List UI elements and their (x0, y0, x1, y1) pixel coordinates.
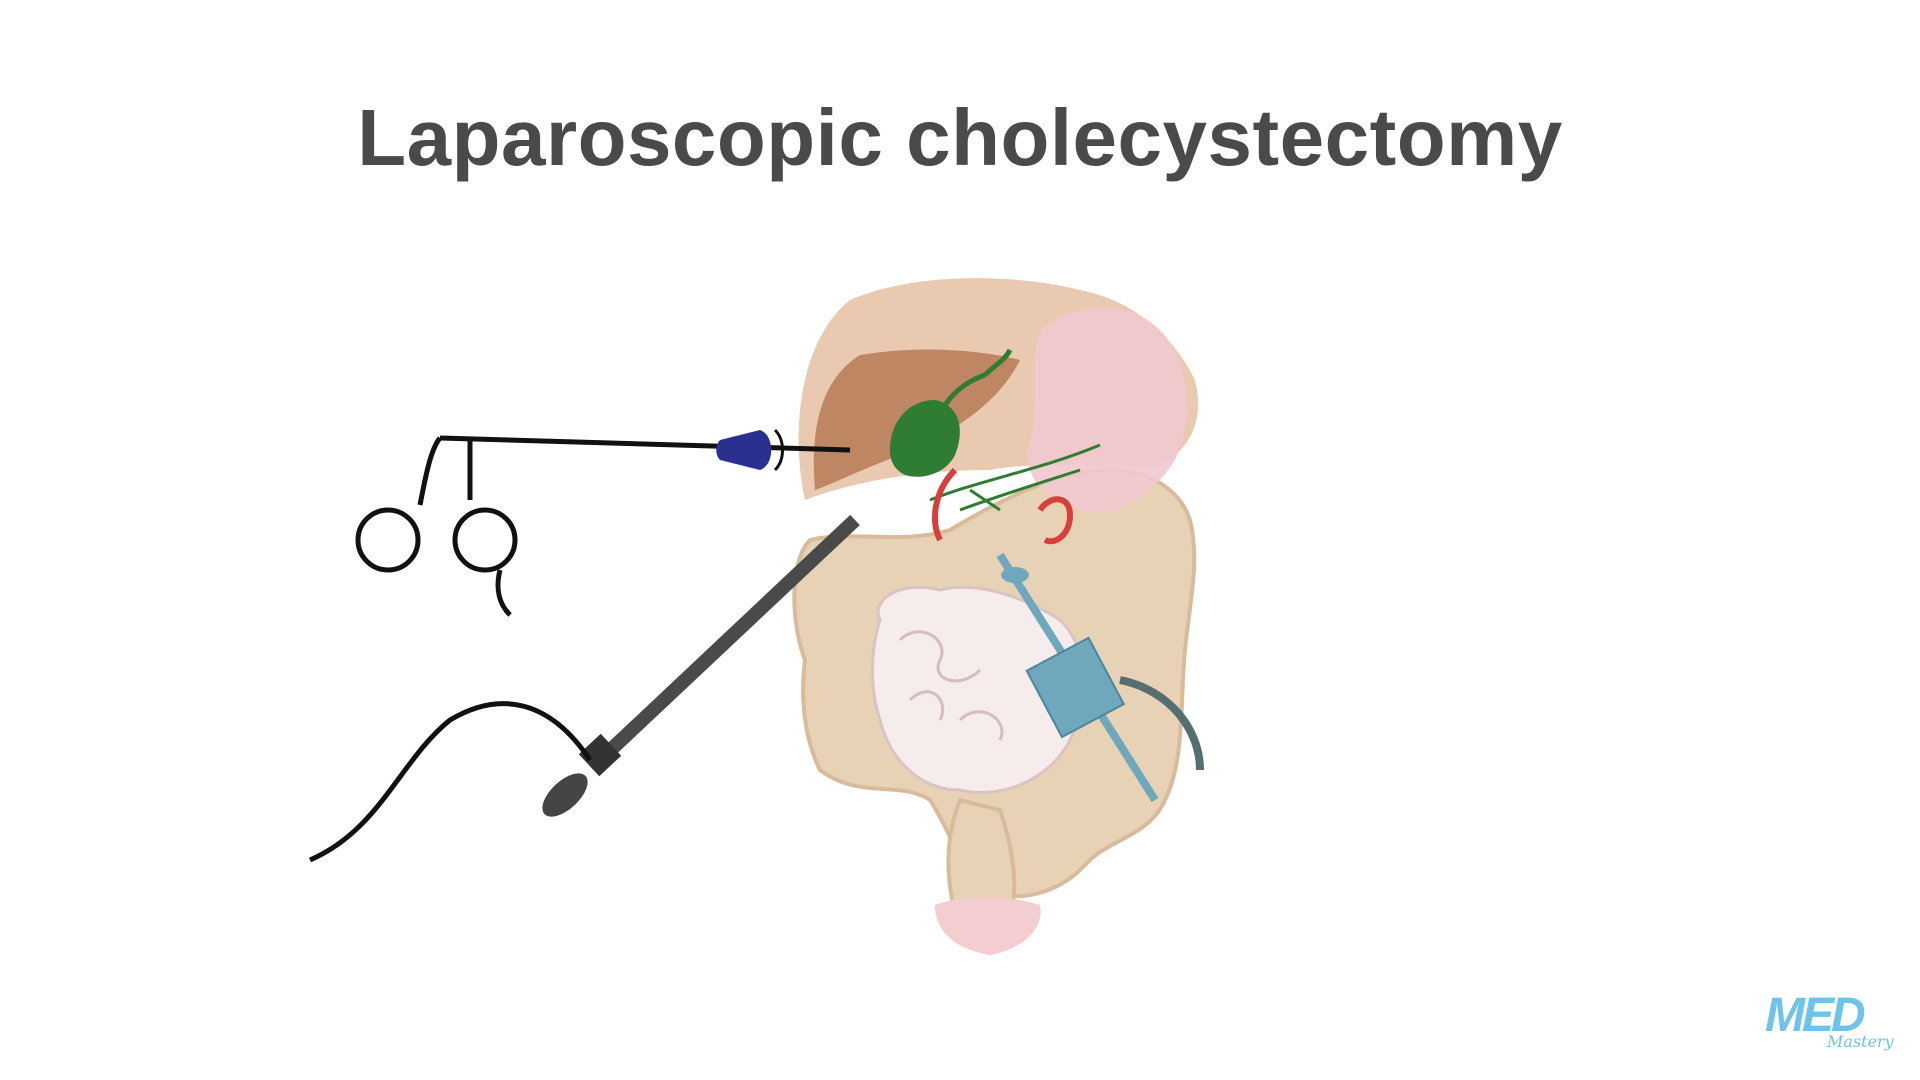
logo-letters: MED (1765, 989, 1866, 1042)
bladder (935, 897, 1041, 955)
trocar-port-icon (716, 428, 784, 472)
small-intestine (871, 585, 1086, 795)
logo-subtitle: Mastery (1827, 1032, 1894, 1051)
slide-title: Laparoscopic cholecystectomy (357, 93, 1563, 182)
vessels (932, 467, 1074, 545)
gallbladder (890, 348, 1101, 512)
stomach (1027, 307, 1187, 513)
med-mastery-logo: MED Mastery (1765, 990, 1905, 1060)
port-device (996, 552, 1204, 803)
laparoscope-icon (309, 514, 860, 863)
